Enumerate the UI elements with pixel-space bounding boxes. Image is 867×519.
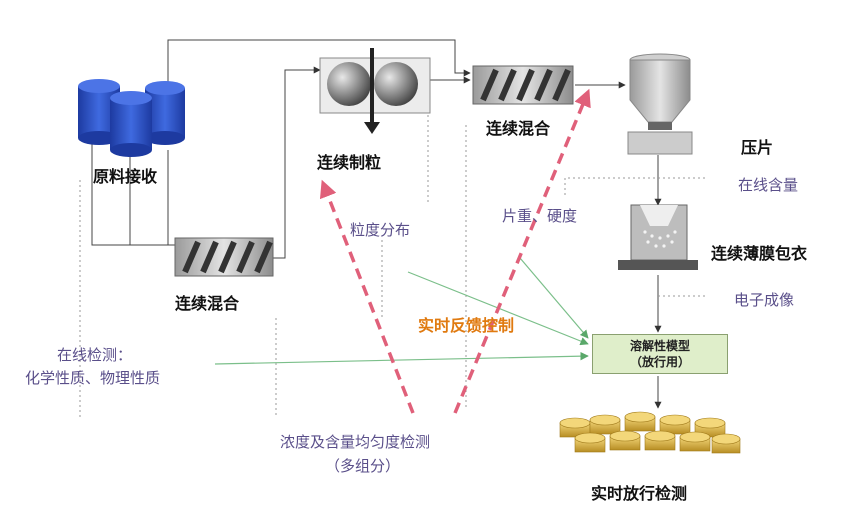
film-coating-label: 连续薄膜包衣 [711,244,808,263]
film-coater [618,204,698,270]
online-test-label-1: 在线检测： [57,346,133,364]
dissolution-model-box: 溶解性模型 （放行用） [592,334,728,374]
flow-lines [91,39,662,409]
tablet-press [627,53,693,155]
raw-material-drums [78,79,185,157]
mixer-1 [174,237,274,277]
dissolution-model-sublabel: （放行用） [629,355,690,369]
raw-material-label: 原料接收 [93,167,158,186]
concentration-label-2: （多组分） [325,457,401,475]
concentration-label-1: 浓度及含量均匀度检测 [280,433,431,451]
mixer-2 [472,65,574,105]
sensor-lines [79,100,705,420]
mixing-1-label: 连续混合 [175,294,240,313]
imaging-label: 电子成像 [734,291,795,309]
dissolution-model-label: 溶解性模型 [629,339,690,353]
tablets [559,411,741,454]
weight-hardness-label: 片重、硬度 [502,207,578,225]
feedback-control-label: 实时反馈控制 [418,316,515,335]
tableting-label: 压片 [741,138,774,157]
online-content-label: 在线含量 [738,176,799,194]
feedback-lines [319,88,591,414]
online-test-label-2: 化学性质、物理性质 [25,369,161,387]
granulator [319,48,431,134]
release-test-label: 实时放行检测 [591,484,688,503]
mixing-2-label: 连续混合 [486,119,551,138]
particle-size-label: 粒度分布 [350,221,411,239]
granulation-label: 连续制粒 [317,153,382,172]
